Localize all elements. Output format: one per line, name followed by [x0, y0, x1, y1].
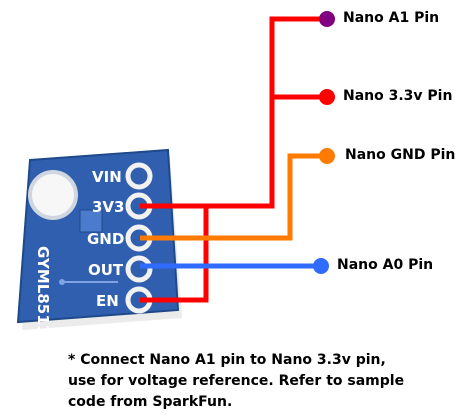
label-nano-a1: Nano A1 Pin: [343, 10, 440, 26]
sensor-board: VIN 3V3 GND OUT EN GYML8511: [16, 148, 182, 335]
note-line-2: use for voltage reference. Refer to samp…: [68, 373, 405, 389]
mounting-hole: [28, 170, 78, 220]
endpoint-a0: [313, 258, 329, 274]
note-line-1: * Connect Nano A1 pin to Nano 3.3v pin,: [68, 352, 386, 368]
endpoint-3v3: [319, 89, 335, 105]
board-model-label: GYML8511: [34, 246, 52, 335]
endpoint-a1: [319, 11, 335, 27]
uv-sensor-chip: [79, 209, 103, 233]
label-nano-a0: Nano A0 Pin: [337, 257, 434, 273]
label-nano-gnd: Nano GND Pin: [345, 147, 456, 163]
wiring-note: * Connect Nano A1 pin to Nano 3.3v pin, …: [68, 350, 448, 413]
pin-label-en: EN: [96, 292, 119, 310]
label-nano-3v3: Nano 3.3v Pin: [343, 88, 453, 104]
pin-label-gnd: GND: [87, 230, 124, 248]
wire-gnd: [140, 153, 328, 241]
endpoint-gnd: [319, 148, 335, 164]
pin-label-3v3: 3V3: [92, 198, 124, 216]
note-line-3: code from SparkFun.: [68, 394, 233, 410]
pin-label-out: OUT: [88, 261, 124, 279]
wires: [140, 16, 328, 303]
pin-label-vin: VIN: [92, 168, 122, 186]
